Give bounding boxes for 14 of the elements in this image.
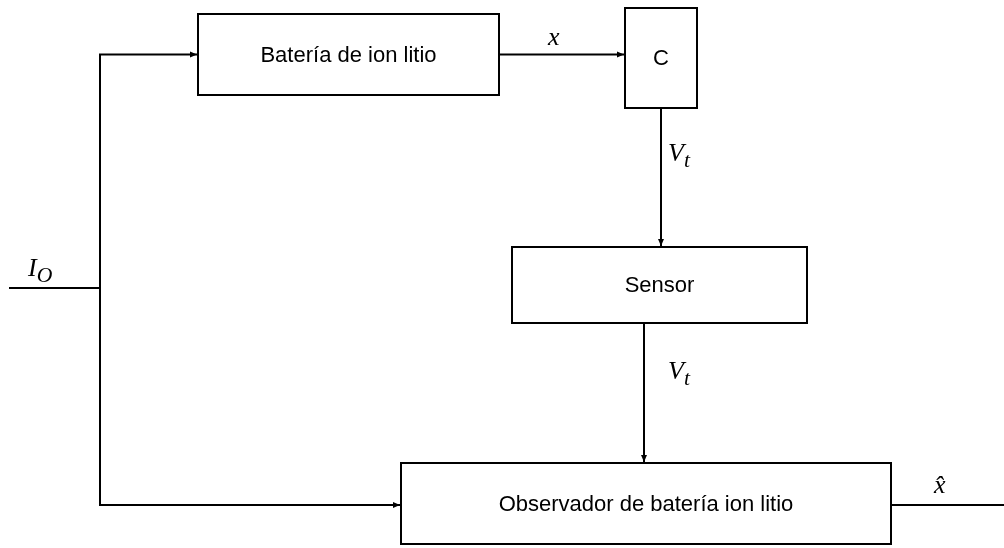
arrow [658, 108, 664, 247]
arrow [8, 51, 198, 289]
arrow [641, 323, 647, 463]
box-label: C [653, 45, 669, 71]
signal-line [891, 504, 1004, 506]
process-box [624, 7, 698, 109]
box-label: Sensor [624, 272, 695, 298]
box-label: Observador de batería ion litio [498, 490, 794, 517]
process-box [511, 246, 808, 324]
process-box [197, 13, 500, 96]
arrow [99, 287, 401, 508]
process-box [400, 462, 892, 545]
arrow [499, 51, 625, 58]
box-label: Batería de ion litio [260, 41, 437, 68]
